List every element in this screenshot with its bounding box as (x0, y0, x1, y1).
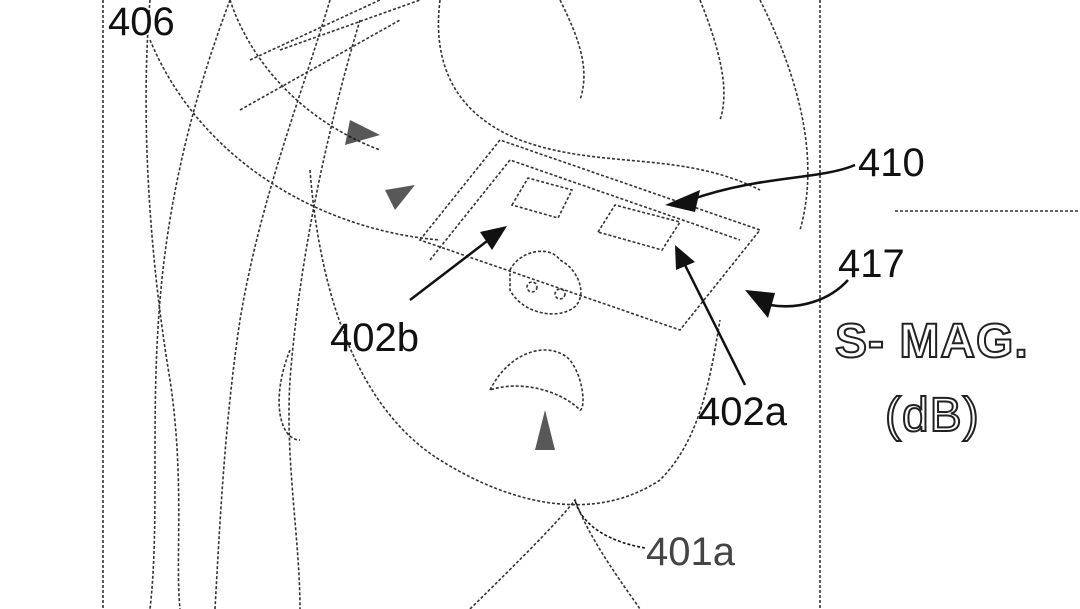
nose (509, 250, 582, 315)
ref-label-402b: 402b (330, 316, 419, 360)
arrowhead-402b (480, 226, 507, 250)
ear-circle (149, 39, 441, 241)
hair-strand (288, 19, 361, 609)
arrowhead (345, 120, 380, 145)
head-outline (759, 0, 809, 231)
axis-label-unit: (dB) (884, 389, 980, 442)
arrowhead (385, 185, 415, 210)
glasses-frame-inner (429, 159, 741, 261)
ref-label-410: 410 (858, 141, 925, 185)
glasses-frame (418, 139, 762, 331)
head-outline (437, 0, 761, 191)
leader-401a (574, 499, 646, 549)
ref-label-406: 406 (108, 0, 175, 44)
arrow-402b (409, 234, 496, 301)
axis-label-s-mag: S- MAG. (834, 315, 1029, 368)
sensor-402b (510, 177, 574, 219)
mouth (488, 349, 584, 411)
arrowhead-410 (665, 190, 700, 212)
ref-label-401a: 401a (646, 530, 735, 574)
hair-outline (145, 0, 181, 609)
ear (278, 349, 301, 441)
leader-417 (769, 279, 849, 308)
hair-strand (149, 0, 231, 609)
neck (469, 498, 641, 609)
hair-strand (214, 0, 331, 609)
headband (239, 0, 421, 111)
sensor-402a (596, 204, 682, 251)
face-outline (309, 169, 721, 506)
ref-label-417: 417 (838, 242, 905, 286)
leader-410 (689, 163, 856, 202)
nostril (554, 288, 566, 300)
nostril (526, 281, 538, 293)
arrowhead-401a (535, 410, 555, 450)
ref-label-402a: 402a (698, 390, 787, 434)
arrowhead-417 (745, 290, 775, 318)
hair-detail (559, 0, 725, 121)
arrow-402a (683, 264, 747, 386)
arrowhead-402a (675, 245, 695, 270)
